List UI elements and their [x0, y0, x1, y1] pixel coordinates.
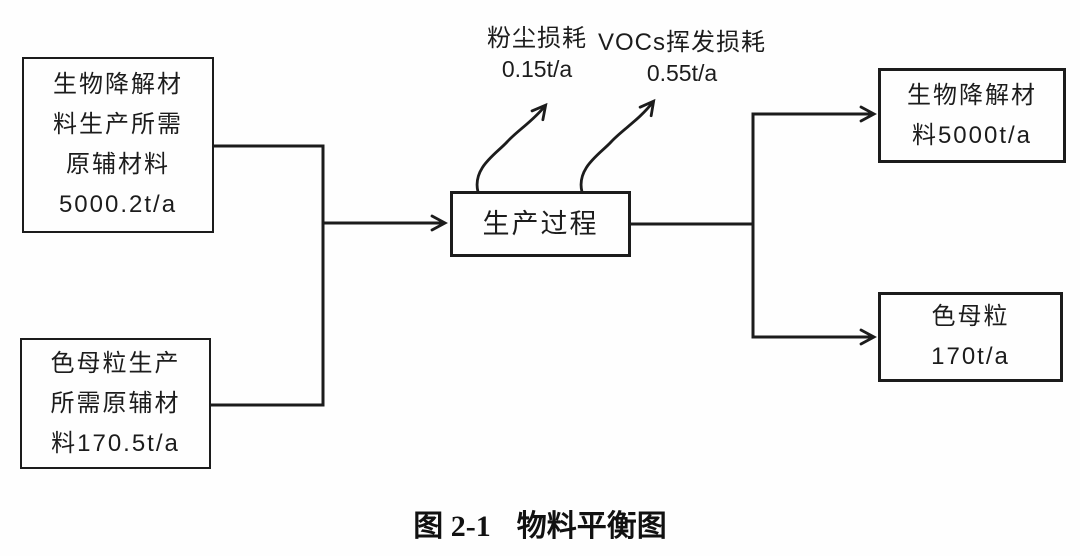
- loss-label-dust: 粉尘损耗 0.15t/a: [457, 24, 617, 84]
- loss-value: 0.15t/a: [501, 56, 573, 82]
- box-amount: 料170.5t/a: [51, 429, 180, 457]
- output-box-masterbatch: 色母粒 170t/a: [878, 292, 1063, 382]
- loss-value: 0.55t/a: [646, 60, 718, 86]
- output-splitter-line: [628, 112, 755, 339]
- figure-number: 图 2-1: [413, 510, 491, 543]
- box-text-line: 料生产所需: [53, 111, 183, 138]
- input-box-masterbatch-raw-materials: 色母粒生产 所需原辅材 料170.5t/a: [20, 338, 211, 469]
- process-label: 生产过程: [482, 209, 599, 239]
- output-box-biodegradable-material: 生物降解材 料5000t/a: [878, 68, 1066, 163]
- box-amount: 170t/a: [931, 343, 1010, 370]
- figure-caption: 图 2-1 物料平衡图: [0, 501, 1080, 545]
- box-text-line: 原辅材料: [66, 151, 170, 178]
- box-text-line: 生物降解材: [907, 81, 1037, 109]
- loss-label-vocs: VOCs挥发损耗 0.55t/a: [582, 28, 782, 88]
- box-text-line: 色母粒生产: [50, 349, 181, 377]
- input-box-biodegradable-raw-materials: 生物降解材 料生产所需 原辅材料 5000.2t/a: [22, 57, 214, 233]
- process-box-production: 生产过程: [450, 191, 631, 257]
- loss-name: 粉尘损耗: [487, 25, 587, 52]
- figure-title: 物料平衡图: [516, 510, 667, 543]
- box-amount: 5000.2t/a: [58, 191, 178, 218]
- box-text-line: 生物降解材: [53, 71, 183, 98]
- box-text-line: 色母粒: [931, 303, 1010, 330]
- arrow-to-vocs-loss: [579, 98, 656, 193]
- box-amount: 料5000t/a: [911, 121, 1033, 149]
- input-collector-line: [209, 144, 325, 407]
- loss-name: VOCs挥发损耗: [597, 29, 766, 56]
- arrow-to-dust-loss: [475, 102, 548, 193]
- box-text-line: 所需原辅材: [50, 389, 181, 417]
